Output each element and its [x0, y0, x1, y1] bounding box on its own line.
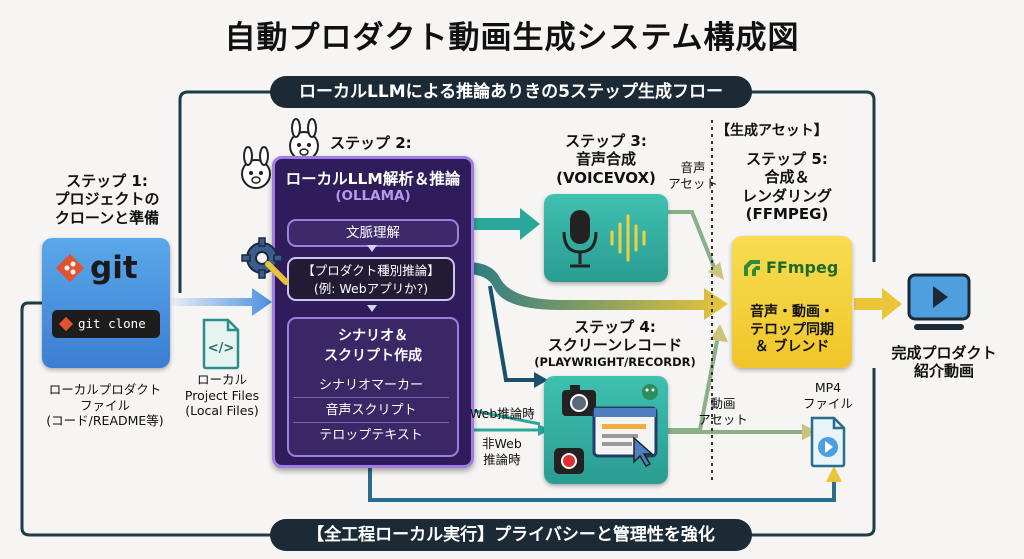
svg-text:</>: </> [208, 341, 235, 356]
down-arrow-icon [367, 245, 377, 252]
top-banner: ローカルLLMによる推論ありきの5ステップ生成フロー [270, 76, 752, 108]
ffmpeg-logo-icon [744, 260, 760, 276]
screen-recording-icon [554, 384, 658, 474]
sub-telop-text: テロップテキスト [319, 428, 423, 443]
sub-voice-script: 音声スクリプト [293, 400, 449, 423]
llm-panel: ローカルLLM解析＆推論 (OLLAMA) 文脈理解 【プロダクト種別推論】 (… [272, 156, 474, 468]
step1-caption: ローカルプロダクト ファイル (コード/README等) [30, 382, 180, 429]
mp4-line: MP4 [814, 380, 842, 395]
local-files-caption: ローカル Project Files (Local Files) [174, 372, 270, 419]
row-context-understanding: 文脈理解 [287, 219, 459, 247]
arrow-to-voicevox [466, 208, 540, 240]
nonweb-line: 推論時 [483, 451, 521, 467]
ffmpeg-box: FFmpeg 音声・動画・ テロップ同期 ＆ ブレンド [732, 236, 852, 368]
scenario-title-line: シナリオ＆ [338, 328, 408, 344]
asset-line: 音声 [680, 160, 706, 175]
gear-wrench-icon [241, 237, 289, 285]
step5-label-line: (FFMPEG) [745, 204, 829, 223]
microphone-icon [562, 210, 646, 268]
inference-line: 【プロダクト種別推論】 [302, 263, 440, 278]
final-video-label: 完成プロダクト 紹介動画 [880, 344, 1008, 381]
recorder-box [544, 376, 668, 484]
nonweb-inference-label: 非Web 推論時 [482, 436, 522, 467]
final-line: 完成プロダクト [891, 344, 997, 362]
mp4-file-icon [810, 416, 846, 468]
git-clone-command: git clone [78, 316, 146, 331]
llama-icon [289, 118, 319, 161]
step4-label-line: ステップ 4: [574, 318, 656, 336]
step1-label: ステップ 1: プロジェクトの クローンと準備 [36, 172, 178, 227]
caption-line: ローカル [196, 372, 247, 387]
step5-label-line: レンダリング [741, 186, 832, 205]
ffmpeg-desc: 音声・動画・ テロップ同期 ＆ ブレンド [732, 304, 852, 357]
caption-line: (Local Files) [185, 403, 259, 419]
ffmpeg-desc-line: 音声・動画・ [750, 304, 834, 320]
row-product-type-inference: 【プロダクト種別推論】 (例: Webアプリか?) [287, 257, 455, 301]
row-scenario-script: シナリオ＆ スクリプト作成 シナリオマーカー 音声スクリプト テロップテキスト [287, 317, 459, 457]
asset-line: 動画 [710, 396, 736, 411]
audio-asset-label: 音声 アセット [666, 160, 720, 191]
arrow-git-to-llm [172, 288, 272, 316]
ffmpeg-desc-line: ＆ ブレンド [754, 339, 830, 355]
llm-panel-subtitle: (OLLAMA) [335, 188, 411, 204]
down-arrow-icon [367, 305, 377, 312]
sub-scenario-marker: シナリオマーカー [293, 375, 449, 398]
step4-label: ステップ 4: スクリーンレコード (PLAYWRIGHT/RECORDR) [528, 318, 702, 369]
step5-label: ステップ 5: 合成＆ レンダリング (FFMPEG) [722, 150, 852, 223]
outer-loop-bottom [20, 301, 876, 537]
step1-label-line: ステップ 1: [66, 172, 148, 190]
caption-line: ローカルプロダクト [48, 382, 162, 397]
step1-label-line: クローンと準備 [54, 208, 160, 227]
mp4-line: ファイル [802, 395, 853, 411]
step4-label-line: スクリーンレコード [547, 336, 683, 355]
bottom-banner: 【全工程ローカル実行】プライバシーと管理性を強化 [270, 519, 752, 551]
step3-label: ステップ 3: 音声合成 (VOICEVOX) [540, 132, 672, 187]
step5-label-line: 合成＆ [764, 168, 810, 187]
final-line: 紹介動画 [913, 362, 974, 381]
inference-line: (例: Webアプリか?) [313, 281, 429, 296]
llama-icon [241, 146, 271, 189]
ffmpeg-desc-line: テロップ同期 [750, 321, 834, 338]
asset-section-label: 【生成アセット】 [716, 123, 828, 139]
llm-panel-title: ローカルLLM解析＆推論 [285, 170, 461, 188]
git-small-icon [58, 316, 74, 332]
step2-label: ステップ 2: [330, 134, 412, 152]
voicevox-box [544, 194, 668, 282]
git-word: git [90, 250, 138, 286]
arrow-to-step4 [488, 285, 536, 382]
caption-line: ファイル [79, 397, 130, 413]
video-player-icon [907, 273, 971, 330]
step1-label-line: プロジェクトの [54, 190, 160, 209]
git-clone-terminal: git clone [52, 310, 160, 338]
step4-label-line: (PLAYWRIGHT/RECORDR) [534, 354, 696, 369]
web-inference-label: Web推論時 [470, 406, 535, 421]
git-logo-icon [56, 254, 84, 282]
page-title: 自動プロダクト動画生成システム構成図 [224, 20, 800, 56]
code-file-icon: </> [202, 318, 240, 370]
asset-line: アセット [668, 175, 718, 191]
step3-label-line: 音声合成 [575, 150, 636, 169]
video-asset-label: 動画 アセット [690, 396, 756, 427]
step3-label-line: ステップ 3: [565, 132, 647, 150]
step3-label-line: (VOICEVOX) [556, 168, 656, 187]
arrow-main-to-ffmpeg [466, 262, 728, 320]
nonweb-line: 非Web [482, 436, 522, 451]
caption-line: (コード/README等) [46, 413, 164, 429]
asset-line: アセット [698, 411, 748, 427]
mp4-label: MP4 ファイル [796, 380, 860, 411]
git-box: git git clone [42, 238, 170, 368]
caption-line: Project Files [184, 387, 260, 403]
sound-wave-icon [610, 214, 646, 262]
step5-label-line: ステップ 5: [746, 150, 828, 168]
scenario-title-line: スクリプト作成 [324, 348, 422, 364]
ffmpeg-logo: FFmpeg [766, 258, 839, 277]
